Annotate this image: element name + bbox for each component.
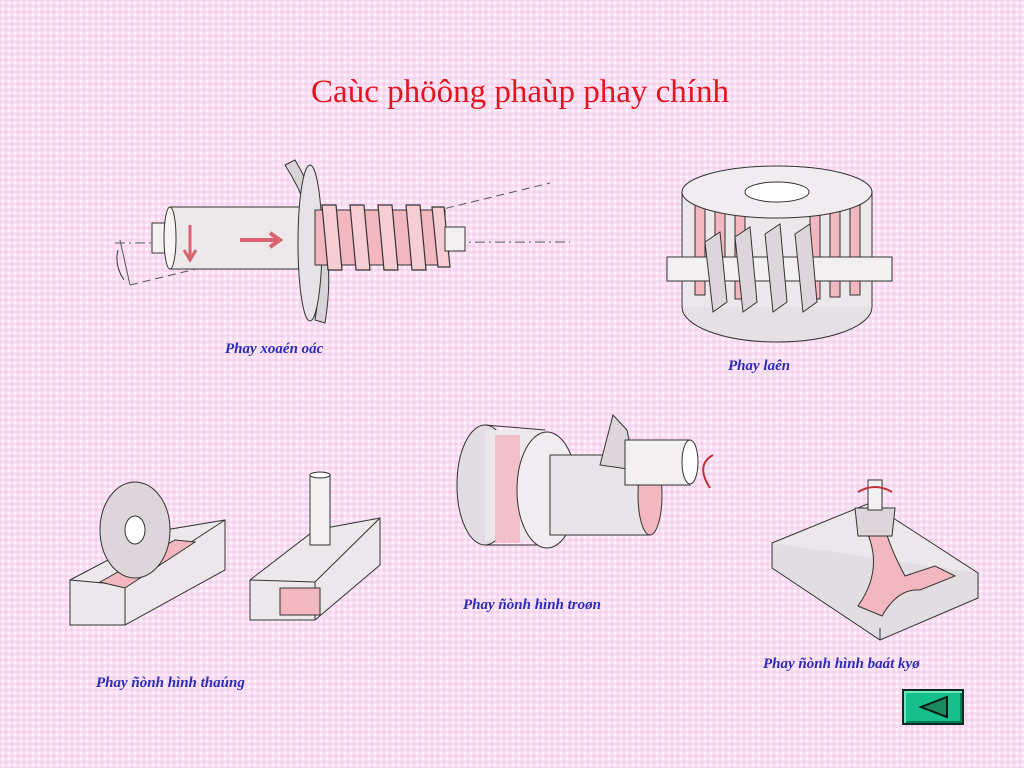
slide-title: Caùc phöông phaùp phay chính (311, 74, 729, 110)
round-profile-milling-figure (455, 410, 720, 570)
caption-curved-profile-milling: Phay ñònh hình baát kyø (763, 656, 920, 672)
previous-slide-button[interactable] (902, 689, 964, 725)
caption-hobbing: Phay laên (728, 358, 791, 374)
caption-worm-milling: Phay xoaén oác (225, 341, 324, 357)
triangle-left-icon (918, 695, 948, 719)
hobbing-figure (665, 162, 895, 347)
caption-straight-profile-milling: Phay ñònh hình thaúng (96, 675, 245, 691)
straight-profile-milling-figure (65, 470, 425, 650)
worm-milling-figure (110, 155, 580, 330)
curved-profile-milling-figure (770, 478, 982, 643)
caption-round-profile-milling: Phay ñònh hình troøn (463, 597, 601, 613)
